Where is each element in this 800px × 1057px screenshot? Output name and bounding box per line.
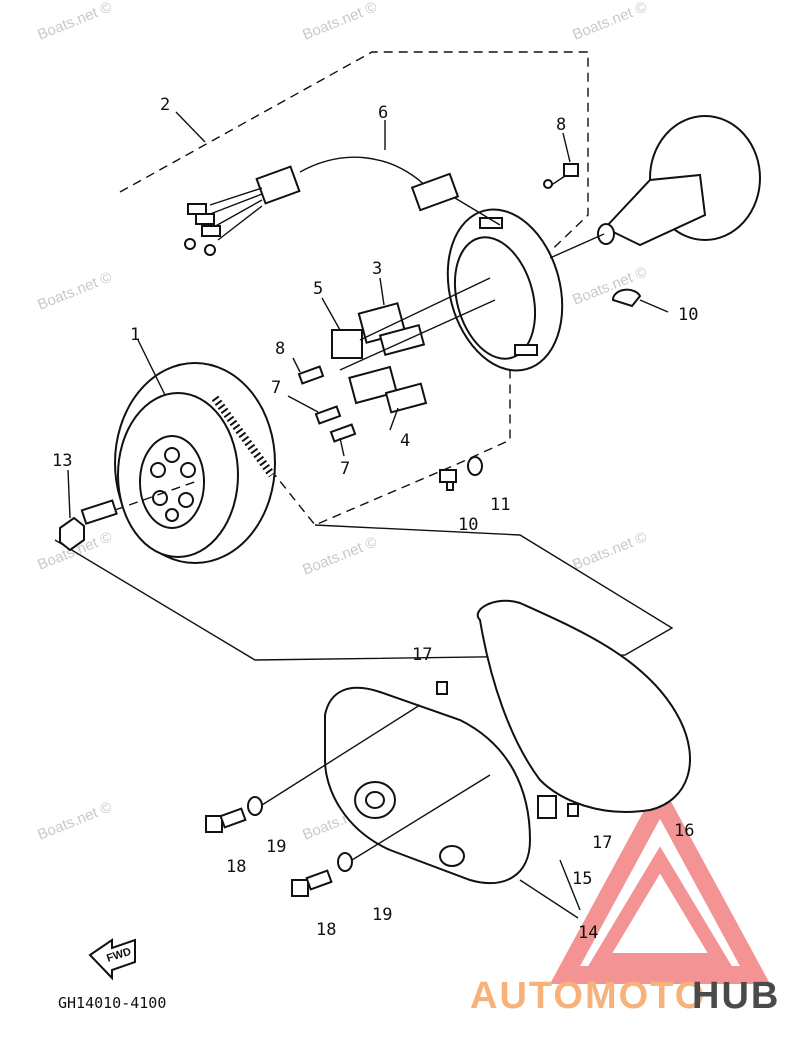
bolt-axis-line xyxy=(261,704,421,806)
callout-14: 14 xyxy=(578,923,598,943)
callout-labels: 2 6 8 3 5 10 1 8 7 4 7 13 10 11 17 16 17… xyxy=(52,95,698,943)
brand-wordmark: AUTOMOTO HUB xyxy=(470,975,780,1017)
callout-12: 10 xyxy=(678,305,698,325)
brand-logo-triangle xyxy=(549,781,771,984)
pulser-coil-5 xyxy=(331,329,363,359)
callout-13: 13 xyxy=(52,451,72,471)
stator-guide-line xyxy=(339,299,496,371)
brand-part-2: HUB xyxy=(692,975,780,1017)
watermark: Boats.net © xyxy=(35,0,114,44)
bolt-axis-line xyxy=(351,774,491,861)
flywheel-bolt xyxy=(59,499,118,552)
watermark: Boats.net © xyxy=(35,268,114,313)
callout-19-lower: 19 xyxy=(372,905,392,925)
watermark: Boats.net © xyxy=(570,0,649,44)
watermark: Boats.net © xyxy=(570,528,649,573)
woodruff-key xyxy=(611,288,669,313)
dowel-17-upper xyxy=(436,681,448,695)
axis-line xyxy=(114,479,201,511)
diagram-code: GH14010-4100 xyxy=(58,994,166,1012)
stator-screws xyxy=(297,365,357,443)
callout-1: 1 xyxy=(130,325,140,345)
callout-15: 15 xyxy=(572,869,592,889)
assembly-outline-upper xyxy=(119,51,589,526)
watermark: Boats.net © xyxy=(300,0,379,44)
callout-8: 8 xyxy=(275,339,285,359)
callout-5: 5 xyxy=(313,279,323,299)
cover-gasket xyxy=(476,599,691,813)
dowel-15 xyxy=(537,795,557,819)
callout-18-upper: 18 xyxy=(226,857,246,877)
callout-2: 2 xyxy=(160,95,170,115)
fwd-arrow: FWD xyxy=(88,938,136,981)
washer-19-lower xyxy=(337,852,353,872)
wire-harness xyxy=(184,156,501,256)
assembly-outline-lower xyxy=(54,524,674,661)
generator-cover xyxy=(324,686,532,885)
callout-18-lower: 18 xyxy=(316,920,336,940)
dowel-17-lower xyxy=(567,803,579,817)
callout-7-lower: 7 xyxy=(340,459,350,479)
watermark: Boats.net © xyxy=(300,533,379,578)
rotor-hub-shaft xyxy=(597,115,761,247)
cover-bolt-upper xyxy=(205,807,247,833)
pulser-coil-4 xyxy=(348,365,428,414)
screw-9 xyxy=(543,163,579,189)
callout-17-lower: 17 xyxy=(592,833,612,853)
callout-11: 11 xyxy=(490,495,510,515)
callout-9: 8 xyxy=(556,115,566,135)
cover-bolt-lower xyxy=(291,869,333,897)
stator-guide-line xyxy=(359,277,491,341)
callout-3: 3 xyxy=(372,259,382,279)
shaft-axis-line xyxy=(549,233,605,259)
callout-6: 6 xyxy=(378,103,388,123)
callout-7-upper: 7 xyxy=(271,378,281,398)
callout-4: 4 xyxy=(400,431,410,451)
watermark: Boats.net © xyxy=(570,263,649,308)
pulser-coil-3 xyxy=(357,302,426,357)
washer-11 xyxy=(467,456,483,476)
washer-19-upper xyxy=(247,796,263,816)
bolt-10 xyxy=(439,469,457,491)
callout-10: 10 xyxy=(458,515,478,535)
stator-base-plate xyxy=(446,208,564,372)
brand-part-1: AUTOMOTO xyxy=(470,975,706,1017)
callout-19-upper: 19 xyxy=(266,837,286,857)
watermark: Boats.net © xyxy=(35,798,114,843)
callout-17-upper: 17 xyxy=(412,645,432,665)
leader-lines xyxy=(67,111,581,919)
flywheel-rotor xyxy=(114,362,276,564)
callout-16: 16 xyxy=(674,821,694,841)
